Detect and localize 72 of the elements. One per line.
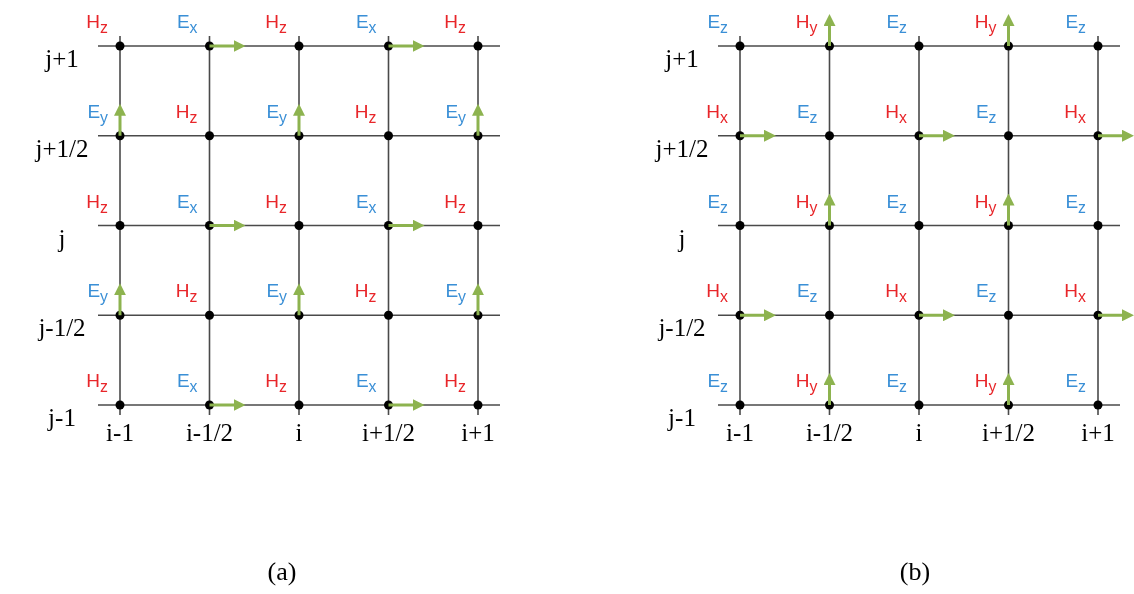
field-label: E$_{z}$	[1065, 12, 1086, 36]
field-label: E$_{z}$	[707, 12, 728, 36]
field-label: E$_{z}$	[796, 102, 818, 126]
field-label: E$_{y}$	[266, 281, 287, 306]
row-label: j	[678, 225, 686, 250]
field-label: H$_{z}$	[86, 371, 108, 395]
field-label: E$_{z}$	[796, 281, 818, 306]
field-label: E$_{x}$	[355, 191, 377, 216]
caption: (a)	[267, 559, 297, 585]
field-label: H$_{z}$	[265, 12, 287, 36]
field-label: E$_{y}$	[87, 102, 108, 126]
row-label: j-1	[668, 404, 696, 430]
field-label: H$_{z}$	[86, 191, 108, 216]
field-label: H$_{x}$	[885, 102, 907, 126]
row-label: j-1	[48, 404, 76, 430]
field-label: E$_{y}$	[445, 281, 466, 306]
field-label: E$_{x}$	[176, 12, 198, 36]
field-label: E$_{y}$	[87, 281, 108, 306]
field-label: E$_{z}$	[975, 281, 997, 306]
field-label: H$_{y}$	[974, 12, 997, 36]
row-label: j-1/2	[38, 314, 86, 340]
row-label: j+1	[665, 45, 699, 71]
column-label: i+1/2	[362, 419, 415, 445]
field-label: E$_{z}$	[886, 191, 907, 216]
caption: (b)	[899, 559, 931, 585]
field-label: E$_{x}$	[176, 191, 198, 216]
field-label: E$_{x}$	[355, 12, 377, 36]
column-label: i-1/2	[805, 419, 854, 445]
field-label: H$_{z}$	[175, 102, 198, 126]
field-label: H$_{z}$	[354, 102, 377, 126]
column-label: i+1	[1081, 419, 1115, 445]
field-label: E$_{z}$	[886, 12, 907, 36]
field-label: H$_{x}$	[1064, 102, 1086, 126]
field-label: E$_{y}$	[266, 102, 287, 126]
field-label: E$_{z}$	[707, 191, 728, 216]
field-label: E$_{z}$	[1065, 191, 1086, 216]
field-label: H$_{z}$	[354, 281, 377, 306]
field-label: E$_{z}$	[1065, 371, 1086, 395]
field-label: H$_{z}$	[86, 12, 108, 36]
column-label: i-1	[726, 419, 754, 445]
field-label: E$_{z}$	[975, 102, 997, 126]
row-label: j+1	[45, 45, 79, 71]
row-label: j+1/2	[35, 135, 89, 161]
row-label: j+1/2	[655, 135, 709, 161]
field-label: H$_{z}$	[175, 281, 198, 306]
field-label: H$_{x}$	[706, 281, 728, 306]
column-label: i	[915, 419, 923, 445]
field-label: H$_{x}$	[706, 102, 728, 126]
field-label: H$_{y}$	[795, 191, 818, 216]
field-label: E$_{z}$	[886, 371, 907, 395]
column-label: i+1	[461, 419, 495, 445]
column-label: i	[295, 419, 303, 445]
field-label: H$_{z}$	[444, 12, 466, 36]
row-label: j-1/2	[658, 314, 706, 340]
field-label: H$_{z}$	[444, 191, 466, 216]
field-label: E$_{z}$	[707, 371, 728, 395]
field-label: E$_{y}$	[445, 102, 466, 126]
field-label: H$_{z}$	[444, 371, 466, 395]
column-label: i-1/2	[185, 419, 234, 445]
field-label: E$_{x}$	[355, 371, 377, 395]
field-label: H$_{y}$	[974, 191, 997, 216]
field-label: H$_{y}$	[795, 12, 818, 36]
field-label: H$_{x}$	[885, 281, 907, 306]
field-label: H$_{z}$	[265, 191, 287, 216]
field-label: H$_{x}$	[1064, 281, 1086, 306]
column-label: i+1/2	[982, 419, 1035, 445]
field-label: E$_{x}$	[176, 371, 198, 395]
field-label: H$_{z}$	[265, 371, 287, 395]
column-label: i-1	[106, 419, 134, 445]
field-label: H$_{y}$	[795, 371, 818, 395]
field-label: H$_{y}$	[974, 371, 997, 395]
row-label: j	[58, 225, 66, 250]
